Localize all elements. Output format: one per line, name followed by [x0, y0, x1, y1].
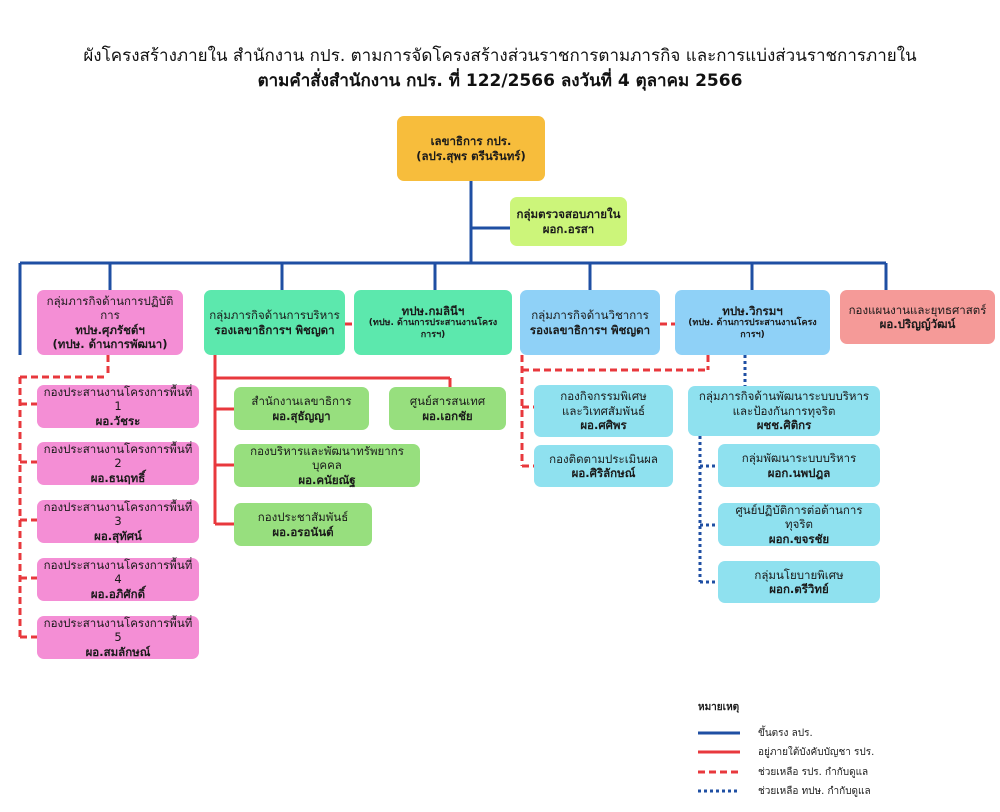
box-line: ผอ.ศิริลักษณ์	[571, 466, 636, 480]
box-line: กลุ่มภารกิจด้านพัฒนาระบบบริหาร	[698, 389, 870, 404]
box-line: กลุ่มภารกิจด้านวิชาการ	[531, 308, 649, 323]
academic-group-box: กลุ่มภารกิจด้านวิชาการ รองเลขาธิการฯ พิช…	[520, 290, 660, 355]
box-line: ผอ.สมลักษณ์	[85, 644, 151, 659]
box-line: กลุ่มตรวจสอบภายใน	[516, 207, 621, 222]
box-line: ผชช.ศิติกร	[756, 418, 812, 433]
box-line: ผอก.นพปฎล	[767, 465, 831, 480]
box-line: และวิเทศสัมพันธ์	[562, 403, 645, 418]
area-division-4-box: กองประสานงานโครงการพื้นที่ 4 ผอ.อภิศักดิ…	[37, 558, 199, 601]
system-development-group-box: กลุ่มพัฒนาระบบบริหาร ผอก.นพปฎล	[718, 444, 880, 487]
anticorruption-center-box: ศูนย์ปฏิบัติการต่อต้านการทุจริต ผอก.ขจรช…	[718, 503, 880, 546]
internal-audit-box: กลุ่มตรวจสอบภายใน ผอก.อรสา	[510, 197, 627, 246]
box-line: ผอ.คนัยณัฐ	[298, 472, 356, 487]
box-line: (ทปษ. ด้านการประสานงานโครงการฯ)	[368, 318, 498, 340]
box-line: ทปษ.ศุภรัชต์ฯ	[75, 322, 145, 337]
box-line: เลขาธิการ กปร.	[430, 134, 512, 149]
anticorruption-group-box: กลุ่มภารกิจด้านพัฒนาระบบบริหาร และป้องกั…	[688, 386, 880, 436]
direct-report-lines	[18, 181, 888, 355]
box-line: และป้องกันการทุจริต	[732, 403, 836, 418]
box-line: ผอ.อรอนันต์	[272, 524, 334, 539]
box-line: (ทปษ. ด้านการประสานงานโครงการฯ)	[688, 318, 817, 340]
area-division-1-box: กองประสานงานโครงการพื้นที่ 1 ผอ.วัชระ	[37, 385, 199, 428]
box-line: ผอ.วัชระ	[95, 413, 141, 428]
special-activities-division-box: กองกิจกรรมพิเศษ และวิเทศสัมพันธ์ ผอ.ศศิพ…	[534, 385, 673, 437]
box-line: รองเลขาธิการฯ พิชญดา	[529, 322, 651, 337]
monitoring-division-box: กองติดตามประเมินผล ผอ.ศิริลักษณ์	[534, 445, 673, 487]
legend-label: ช่วยเหลือ รปร. กำกับดูแล	[758, 767, 869, 778]
box-line: ผอ.สุทัศน์	[94, 528, 142, 543]
legend-label: ขึ้นตรง ลปร.	[758, 728, 813, 739]
advisor-kamolinee-box: ทปษ.กมลินีฯ (ทปษ. ด้านการประสานงานโครงกา…	[354, 290, 512, 355]
assist-advisor-lines	[698, 355, 747, 584]
box-line: กองบริหารและพัฒนาทรัพยากรบุคคล	[250, 443, 404, 473]
box-line: ผอ.ปริญญ์วัฒน์	[879, 317, 956, 331]
box-line: ศูนย์ปฏิบัติการต่อต้านการทุจริต	[735, 502, 863, 532]
box-line: กลุ่มภารกิจด้านการปฏิบัติการ	[46, 293, 174, 323]
secretary-general-box: เลขาธิการ กปร. (ลปร.สุพร ตรีนรินทร์)	[397, 116, 545, 181]
box-line: กองกิจกรรมพิเศษ	[560, 389, 647, 404]
command-lines	[213, 355, 452, 526]
planning-division-box: กองแผนงานและยุทธศาสตร์ ผอ.ปริญญ์วัฒน์	[840, 290, 995, 344]
box-line: ศูนย์สารสนเทศ	[409, 394, 486, 409]
administration-group-box: กลุ่มภารกิจด้านการบริหาร รองเลขาธิการฯ พ…	[204, 290, 345, 355]
area-division-2-box: กองประสานงานโครงการพื้นที่ 2 ผอ.ธนฤทธิ์	[37, 442, 199, 485]
area-division-5-box: กองประสานงานโครงการพื้นที่ 5 ผอ.สมลักษณ์	[37, 616, 199, 659]
special-policy-group-box: กลุ่มนโยบายพิเศษ ผอก.ตรีวิทย์	[718, 561, 880, 603]
legend-lines	[698, 731, 740, 793]
box-line: ผอก.ขจรชัย	[768, 531, 830, 546]
box-line: กองประสานงานโครงการพื้นที่ 3	[43, 499, 193, 529]
legend-label: ช่วยเหลือ ทปษ. กำกับดูแล	[758, 786, 871, 797]
hr-division-box: กองบริหารและพัฒนาทรัพยากรบุคคล ผอ.คนัยณั…	[234, 444, 420, 487]
box-line: ผอ.เอกชัย	[422, 408, 473, 423]
box-line: ทปษ.วิกรมฯ	[722, 304, 783, 319]
box-line: กลุ่มพัฒนาระบบบริหาร	[741, 451, 857, 466]
box-line: สำนักงานเลขาธิการ	[251, 394, 352, 409]
area-division-3-box: กองประสานงานโครงการพื้นที่ 3 ผอ.สุทัศน์	[37, 500, 199, 543]
box-line: ทปษ.กมลินีฯ	[401, 304, 465, 319]
box-line: กองติดตามประเมินผล	[549, 451, 658, 466]
box-line: (ทปษ. ด้านการพัฒนา)	[52, 336, 168, 351]
box-line: ผอ.สุธัญญา	[272, 408, 331, 423]
box-line: กองแผนงานและยุทธศาสตร์	[848, 302, 987, 317]
advisor-wikrom-box: ทปษ.วิกรมฯ (ทปษ. ด้านการประสานงานโครงการ…	[675, 290, 830, 355]
box-line: กองประสานงานโครงการพื้นที่ 5	[43, 615, 193, 645]
pr-division-box: กองประชาสัมพันธ์ ผอ.อรอนันต์	[234, 503, 372, 546]
chart-title-line1: ผังโครงสร้างภายใน สำนักงาน กปร. ตามการจั…	[83, 46, 917, 66]
box-line: ผอ.อภิศักดิ์	[90, 586, 146, 601]
box-line: กลุ่มภารกิจด้านการบริหาร	[209, 308, 340, 323]
secretariat-office-box: สำนักงานเลขาธิการ ผอ.สุธัญญา	[234, 387, 369, 430]
operations-group-box: กลุ่มภารกิจด้านการปฏิบัติการ ทปษ.ศุภรัชต…	[37, 290, 183, 355]
box-line: ผอ.ธนฤทธิ์	[90, 470, 146, 485]
information-center-box: ศูนย์สารสนเทศ ผอ.เอกชัย	[389, 387, 506, 430]
box-line: (ลปร.สุพร ตรีนรินทร์)	[416, 148, 526, 163]
chart-title-line2: ตามคำสั่งสำนักงาน กปร. ที่ 122/2566 ลงวั…	[257, 71, 743, 91]
box-line: กองประสานงานโครงการพื้นที่ 2	[43, 441, 193, 471]
box-line: กองประชาสัมพันธ์	[257, 510, 349, 525]
legend-title: หมายเหตุ	[698, 702, 740, 713]
assist-deputy-lines	[18, 322, 710, 639]
legend-label: อยู่ภายใต้บังคับบัญชา รปร.	[758, 747, 875, 758]
box-line: กองประสานงานโครงการพื้นที่ 1	[43, 384, 193, 414]
box-line: ผอ.ศศิพร	[580, 418, 627, 433]
box-line: ผอก.อรสา	[542, 221, 595, 236]
box-line: กลุ่มนโยบายพิเศษ	[754, 567, 844, 582]
box-line: กองประสานงานโครงการพื้นที่ 4	[43, 557, 193, 587]
box-line: รองเลขาธิการฯ พิชญดา	[214, 322, 335, 337]
box-line: ผอก.ตรีวิทย์	[769, 582, 829, 596]
